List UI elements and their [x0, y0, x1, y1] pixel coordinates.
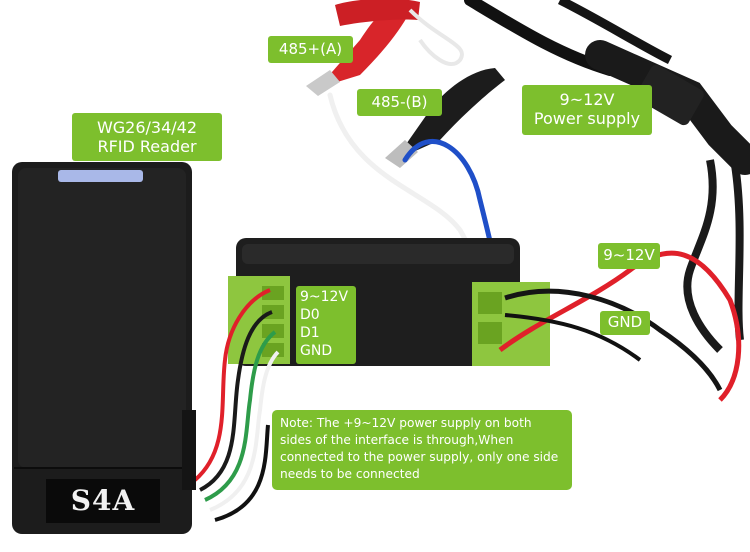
rfid-reader-text: RFID Reader	[97, 137, 197, 156]
right-gnd-text: GND	[607, 313, 643, 331]
label-485-a-text: 485+(A)	[278, 40, 343, 58]
label-right-gnd: GND	[600, 311, 650, 335]
red-alligator-clip	[306, 0, 420, 96]
brand-logo: S4A	[46, 479, 160, 523]
power-supply-text: Power supply	[533, 109, 641, 128]
red-power-wire	[498, 250, 742, 402]
label-485-a: 485+(A)	[268, 36, 353, 63]
rfid-reader-device	[12, 162, 196, 534]
right-plus-text: 9~12V	[603, 246, 655, 264]
label-rfid-reader: WG26/34/42 RFID Reader	[72, 113, 222, 161]
label-485-b-text: 485-(B)	[371, 93, 428, 111]
label-right-plus: 9~12V	[598, 243, 660, 269]
black-alligator-clip	[385, 68, 505, 168]
pin-label-d1: D1	[300, 325, 320, 341]
pin-label-gnd: GND	[300, 343, 333, 359]
label-power-supply: 9~12V Power supply	[522, 85, 652, 135]
power-cable	[464, 0, 750, 353]
label-left-terminal-pins: 9~12V D0 D1 GND	[296, 286, 356, 364]
pin-label-power: 9~12V	[300, 289, 349, 305]
note-callout: Note: The +9~12V power supply on both si…	[272, 410, 572, 490]
power-voltage-text: 9~12V	[559, 90, 615, 109]
label-485-b: 485-(B)	[357, 89, 442, 116]
black-gnd-wire	[504, 288, 723, 392]
rfid-protocol-text: WG26/34/42	[96, 118, 198, 137]
pin-label-d0: D0	[300, 307, 320, 323]
note-text: Note: The +9~12V power supply on both si…	[280, 416, 559, 481]
reader-wires	[193, 288, 280, 522]
